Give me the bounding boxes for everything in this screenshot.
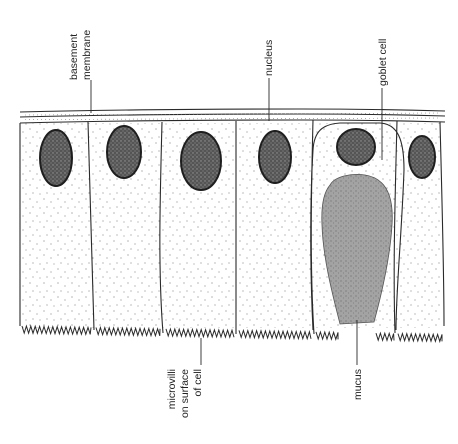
nucleus — [181, 132, 221, 190]
nucleus — [337, 129, 375, 165]
basement-membrane-label-1: basement — [68, 34, 80, 80]
nucleus-label: nucleus — [263, 40, 275, 76]
microvilli-border — [22, 326, 442, 341]
nucleus — [40, 130, 72, 186]
goblet-cell-label: goblet cell — [377, 39, 389, 86]
mucus-label: mucus — [352, 369, 364, 400]
nucleus — [107, 126, 141, 178]
nucleus — [409, 136, 435, 178]
microvilli-label-2: on surface — [179, 369, 191, 418]
basement-membrane-label-2: membrane — [81, 30, 93, 80]
microvilli-label-1: microvilli — [166, 369, 178, 409]
basement-membrane-band — [20, 109, 445, 123]
nucleus — [259, 131, 291, 183]
microvilli-label-3: of cell — [192, 369, 204, 396]
